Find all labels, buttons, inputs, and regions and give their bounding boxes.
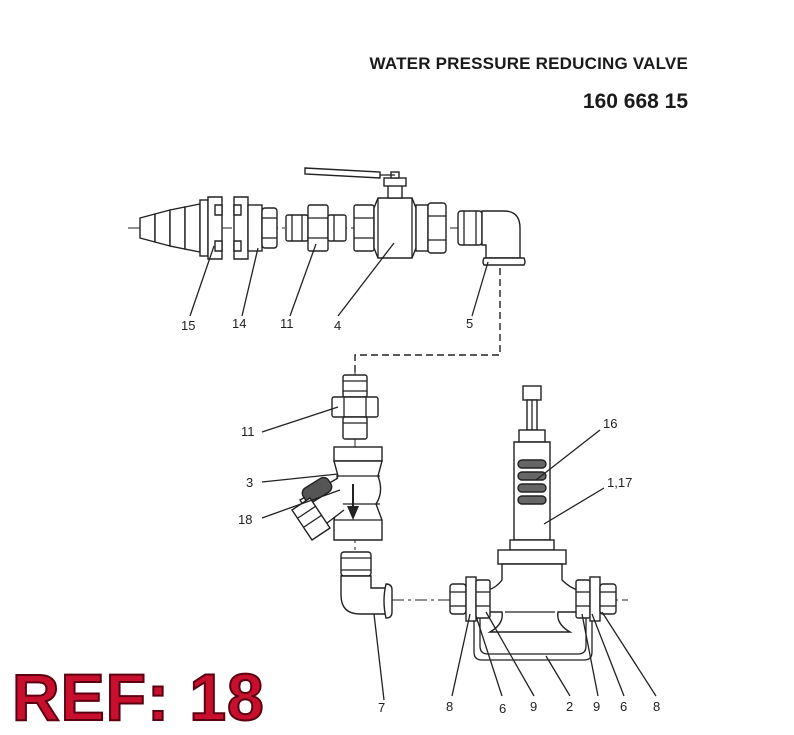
callout-6-right: 6 xyxy=(620,699,627,714)
leader-14 xyxy=(241,247,259,317)
left-washer-6 xyxy=(465,576,477,622)
callout-1-17: 1,17 xyxy=(607,475,632,490)
leader-15 xyxy=(189,245,215,317)
flow-path-dashed xyxy=(354,268,501,372)
leader-8-right xyxy=(601,611,657,697)
leader-11-vertical xyxy=(261,406,339,433)
quick-coupling xyxy=(233,196,278,260)
callout-9-left: 9 xyxy=(530,699,537,714)
hex-nipple-top xyxy=(285,204,347,252)
left-column-assembly: 11 3 18 7 xyxy=(238,370,393,715)
callout-11-top: 11 xyxy=(280,316,294,331)
elbow-fitting-bottom xyxy=(340,551,393,619)
callout-3: 3 xyxy=(246,475,253,490)
ball-valve xyxy=(304,167,447,259)
leader-6-left xyxy=(475,615,503,697)
callout-9-right: 9 xyxy=(593,699,600,714)
leader-3 xyxy=(261,473,339,483)
leader-9-right xyxy=(581,613,599,697)
leader-6-right xyxy=(591,613,625,697)
leader-4 xyxy=(337,242,395,317)
callout-15: 15 xyxy=(181,318,195,333)
y-strainer xyxy=(291,446,383,541)
leader-7 xyxy=(373,613,385,701)
leader-2 xyxy=(545,655,571,697)
right-nut-8 xyxy=(599,583,617,615)
right-gasket-9 xyxy=(575,579,591,619)
leader-8-left xyxy=(451,613,471,697)
callout-7: 7 xyxy=(378,700,385,715)
leader-18 xyxy=(261,489,341,519)
callout-8-right: 8 xyxy=(653,699,660,714)
leader-11-top xyxy=(289,243,317,317)
callout-18: 18 xyxy=(238,512,252,527)
callout-11-vertical: 11 xyxy=(241,424,255,439)
leader-16 xyxy=(535,429,601,481)
callout-2: 2 xyxy=(566,699,573,714)
callout-14: 14 xyxy=(232,316,246,331)
left-nut-8 xyxy=(449,583,467,615)
leader-9-left xyxy=(485,611,535,697)
part-number: 160 668 15 xyxy=(582,90,688,113)
leader-5 xyxy=(471,261,489,317)
hex-nipple-vertical xyxy=(331,374,379,440)
leader-1-17 xyxy=(543,487,605,525)
top-assembly: 15 14 11 4 5 xyxy=(128,167,526,333)
callout-5: 5 xyxy=(466,316,473,331)
callout-4: 4 xyxy=(334,318,341,333)
callout-8-left: 8 xyxy=(446,699,453,714)
callout-6-left: 6 xyxy=(499,701,506,716)
ref-label: REF: 18 xyxy=(11,660,265,734)
left-gasket-9 xyxy=(475,579,491,619)
elbow-fitting-top xyxy=(457,210,526,266)
spring xyxy=(517,459,547,505)
hose-barb-fitting xyxy=(139,196,223,260)
pressure-reducing-valve: 16 1,17 8 6 9 2 9 6 8 xyxy=(392,385,660,716)
diagram-title: WATER PRESSURE REDUCING VALVE xyxy=(369,54,688,73)
callout-16: 16 xyxy=(603,416,617,431)
